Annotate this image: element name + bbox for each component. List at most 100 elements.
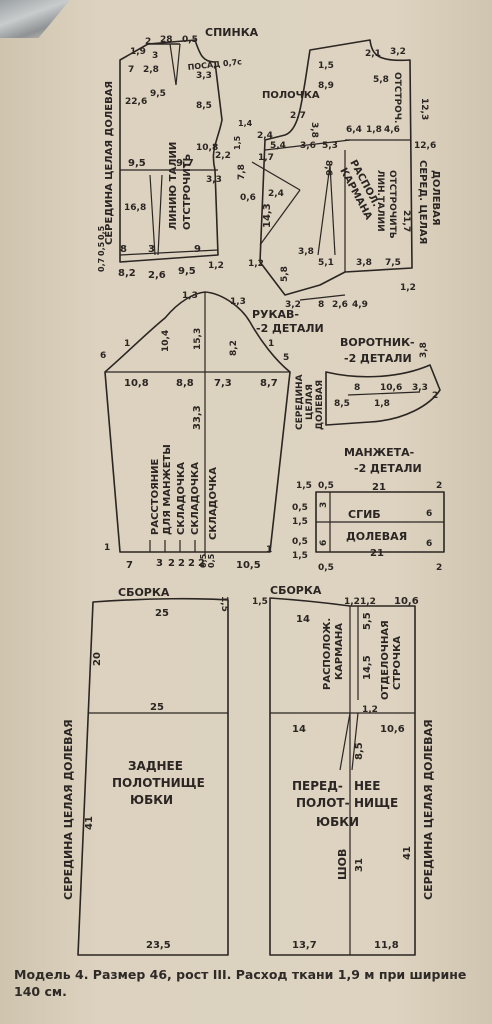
front-dim: 5,8: [280, 266, 290, 282]
cuff-dim: 1,5: [292, 551, 308, 561]
front-skirt-outline: [269, 597, 416, 956]
back-dart-label-1: ЛИНИЮ ТАЛИИ: [168, 142, 179, 230]
front-center-label-2: ДОЛЕВАЯ: [430, 170, 441, 226]
cuff-dim: 6: [319, 540, 329, 546]
back-dim: 3: [148, 244, 155, 255]
sleeve-dim: 7,3: [214, 378, 232, 389]
front-hem-label: ОТСТРОЧ.: [392, 72, 402, 123]
back-dim: 2,6: [148, 270, 166, 281]
front-skirt-title-2: НЕЕ: [354, 779, 380, 793]
back-dim: 0,5: [97, 225, 106, 240]
front-dim: 2,6: [332, 300, 348, 310]
sleeve-dim: 0,5: [199, 553, 208, 568]
sleeve-title-2: -2 ДЕТАЛИ: [256, 322, 324, 335]
collar-dim: 8,5: [334, 399, 350, 409]
cuff-dim: 2: [436, 481, 442, 491]
front-dim: 3,6: [300, 141, 316, 151]
back-dim: 10,8: [196, 143, 218, 153]
back-dim: 0,5: [182, 35, 198, 45]
front-dim: 3,8: [298, 247, 314, 257]
front-skirt-title-1: ПЕРЕД-: [292, 779, 343, 793]
front-dim: 4,9: [352, 300, 368, 310]
back-skirt-title-2: ПОЛОТНИЩЕ: [112, 776, 205, 790]
cuff-fold-label: СГИБ: [348, 508, 381, 521]
sleeve-dim: 2: [168, 558, 175, 569]
cuff-dim: 0,5: [318, 563, 334, 573]
sleeve-labels: РУКАВ- -2 ДЕТАЛИ РАССТОЯНИЕ ДЛЯ МАНЖЕТЫ …: [100, 291, 324, 571]
front-skirt-dim: 5,5: [362, 612, 373, 630]
front-skirt-dim: 1,2: [360, 597, 376, 607]
front-dim: 7,5: [385, 258, 401, 268]
back-center-label: СЕРЕДИНА ЦЕЛАЯ ДОЛЕВАЯ: [104, 81, 115, 245]
cuff-grain-label: ДОЛЕВАЯ: [346, 530, 407, 543]
front-dim: 5,4: [270, 141, 286, 151]
front-skirt-dim: 1,2: [344, 597, 360, 607]
front-dim: 2,1: [365, 49, 381, 59]
front-dim: 1,7: [258, 153, 274, 163]
sleeve-label-4: СКЛАДОЧКА: [190, 462, 201, 535]
front-dim: 1,5: [318, 61, 334, 71]
collar-piece-outline: [325, 364, 441, 426]
sleeve-dim: 1: [104, 543, 110, 553]
sleeve-dim: 5: [283, 353, 289, 363]
front-dim: 1,8: [366, 125, 382, 135]
sleeve-label-1: РАССТОЯНИЕ: [150, 458, 161, 535]
front-skirt-title-3: ПОЛОТ-: [296, 796, 350, 810]
back-dim: 2,8: [143, 65, 159, 75]
sleeve-dim: 10,4: [161, 330, 171, 352]
back-dim: 8,5: [196, 101, 212, 111]
back-dim: 9,5: [128, 158, 146, 169]
front-skirt-stitch-2: СТРОЧКА: [392, 636, 403, 690]
back-dim: 3,3: [206, 175, 222, 185]
back-skirt-dim: 1,5: [219, 596, 229, 612]
back-dim: 2,2: [215, 151, 231, 161]
front-skirt-dim: 14: [296, 614, 310, 625]
cuff-dim: 0,5: [318, 481, 334, 491]
back-dim: 22,6: [125, 97, 147, 107]
cuff-dim: 3: [319, 502, 329, 508]
cuff-dim: 0,5: [292, 503, 308, 513]
sleeve-dim: 8,2: [229, 340, 239, 356]
front-skirt-dim: 10,6: [380, 724, 405, 735]
front-dim: 5,1: [318, 258, 334, 268]
front-skirt-pocket-2: КАРМАНА: [334, 623, 345, 680]
back-neck-label: ПОСАД 0,7с: [187, 57, 242, 72]
cuff-labels: МАНЖЕТА- -2 ДЕТАЛИ СГИБ ДОЛЕВАЯ 1,5 0,5 …: [292, 446, 442, 573]
front-dim: 21,7: [401, 210, 411, 232]
front-skirt-title-5: ЮБКИ: [316, 815, 359, 829]
back-dim: 2: [145, 37, 151, 47]
sleeve-dim: 2: [178, 558, 185, 569]
front-center-label-1: СЕРЕД. ЦЕЛАЯ: [417, 160, 428, 244]
collar-dim: 10,6: [380, 383, 402, 393]
cuff-dim: 0,5: [292, 537, 308, 547]
sleeve-dim: 2: [188, 558, 195, 569]
back-title: СПИНКА: [205, 26, 259, 39]
sleeve-dim: 1: [268, 339, 274, 349]
cuff-dim: 1,5: [292, 517, 308, 527]
front-dim: 8,9: [318, 81, 334, 91]
collar-dim: 3,8: [419, 342, 429, 358]
cuff-title-1: МАНЖЕТА-: [344, 446, 414, 459]
front-skirt-gather: СБОРКА: [270, 584, 322, 597]
cuff-dim: 21: [372, 482, 386, 493]
front-dim: 2,4: [257, 131, 273, 141]
sleeve-label-3: СКЛАДОЧКА: [176, 462, 187, 535]
back-dim: 9,5: [150, 89, 166, 99]
front-dim: 2,4: [268, 189, 284, 199]
back-labels: СПИНКА ПОСАД 0,7с СЕРЕДИНА ЦЕЛАЯ ДОЛЕВАЯ…: [97, 26, 259, 281]
collar-side-label-1: СЕРЕДИНА: [295, 374, 305, 430]
cuff-dim: 2: [436, 563, 442, 573]
front-labels: ПОЛОЧКА РАСПОЛ. КАРМАНА ЛИН.ТАЛИИ ОТСТРО…: [233, 47, 441, 310]
front-skirt-dim: 11,8: [374, 940, 399, 951]
front-dim: 1,4: [238, 119, 253, 128]
collar-dim: 3,3: [412, 383, 428, 393]
model-caption: Модель 4. Размер 46, рост III. Расход тк…: [14, 967, 467, 999]
front-skirt-dim: 14,5: [362, 655, 373, 680]
front-dim: 1,2: [248, 259, 264, 269]
back-skirt-dim: 25: [150, 702, 164, 713]
front-skirt-title-4: НИЩЕ: [354, 796, 398, 810]
back-skirt-dim: 20: [92, 652, 103, 666]
back-dim: 28: [160, 35, 173, 45]
back-skirt-dim: 25: [155, 608, 169, 619]
